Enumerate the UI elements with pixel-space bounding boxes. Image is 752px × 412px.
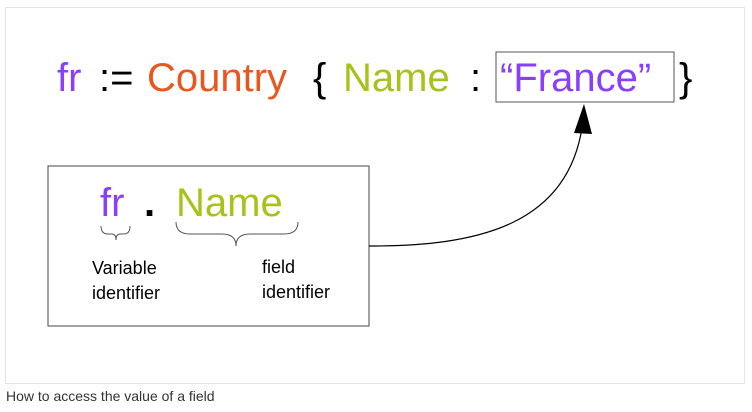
access-example-box xyxy=(47,165,370,327)
access-variable: fr xyxy=(100,181,124,225)
variable-label-line2: identifier xyxy=(92,283,160,303)
access-dot: . xyxy=(144,181,155,225)
statement-variable: fr xyxy=(57,56,81,100)
access-field: Name xyxy=(176,181,283,225)
statement-open-brace: { xyxy=(313,56,326,100)
statement-type-name: Country xyxy=(147,56,287,100)
statement-assign-op: := xyxy=(99,56,133,100)
connector-arrowhead xyxy=(574,104,592,134)
field-underbrace xyxy=(175,221,299,247)
connector-arrow xyxy=(368,107,585,247)
field-label-line2: identifier xyxy=(262,282,330,302)
value-highlight-box xyxy=(495,51,675,103)
variable-label-line1: Variable xyxy=(92,258,157,278)
statement-value: “France” xyxy=(500,56,651,100)
statement-field-name: Name xyxy=(343,56,450,100)
variable-underbrace xyxy=(100,225,131,241)
figure-caption: How to access the value of a field xyxy=(6,388,215,404)
statement-colon: : xyxy=(470,56,481,100)
statement-close-brace: } xyxy=(679,56,692,100)
field-label-line1: field xyxy=(262,257,295,277)
